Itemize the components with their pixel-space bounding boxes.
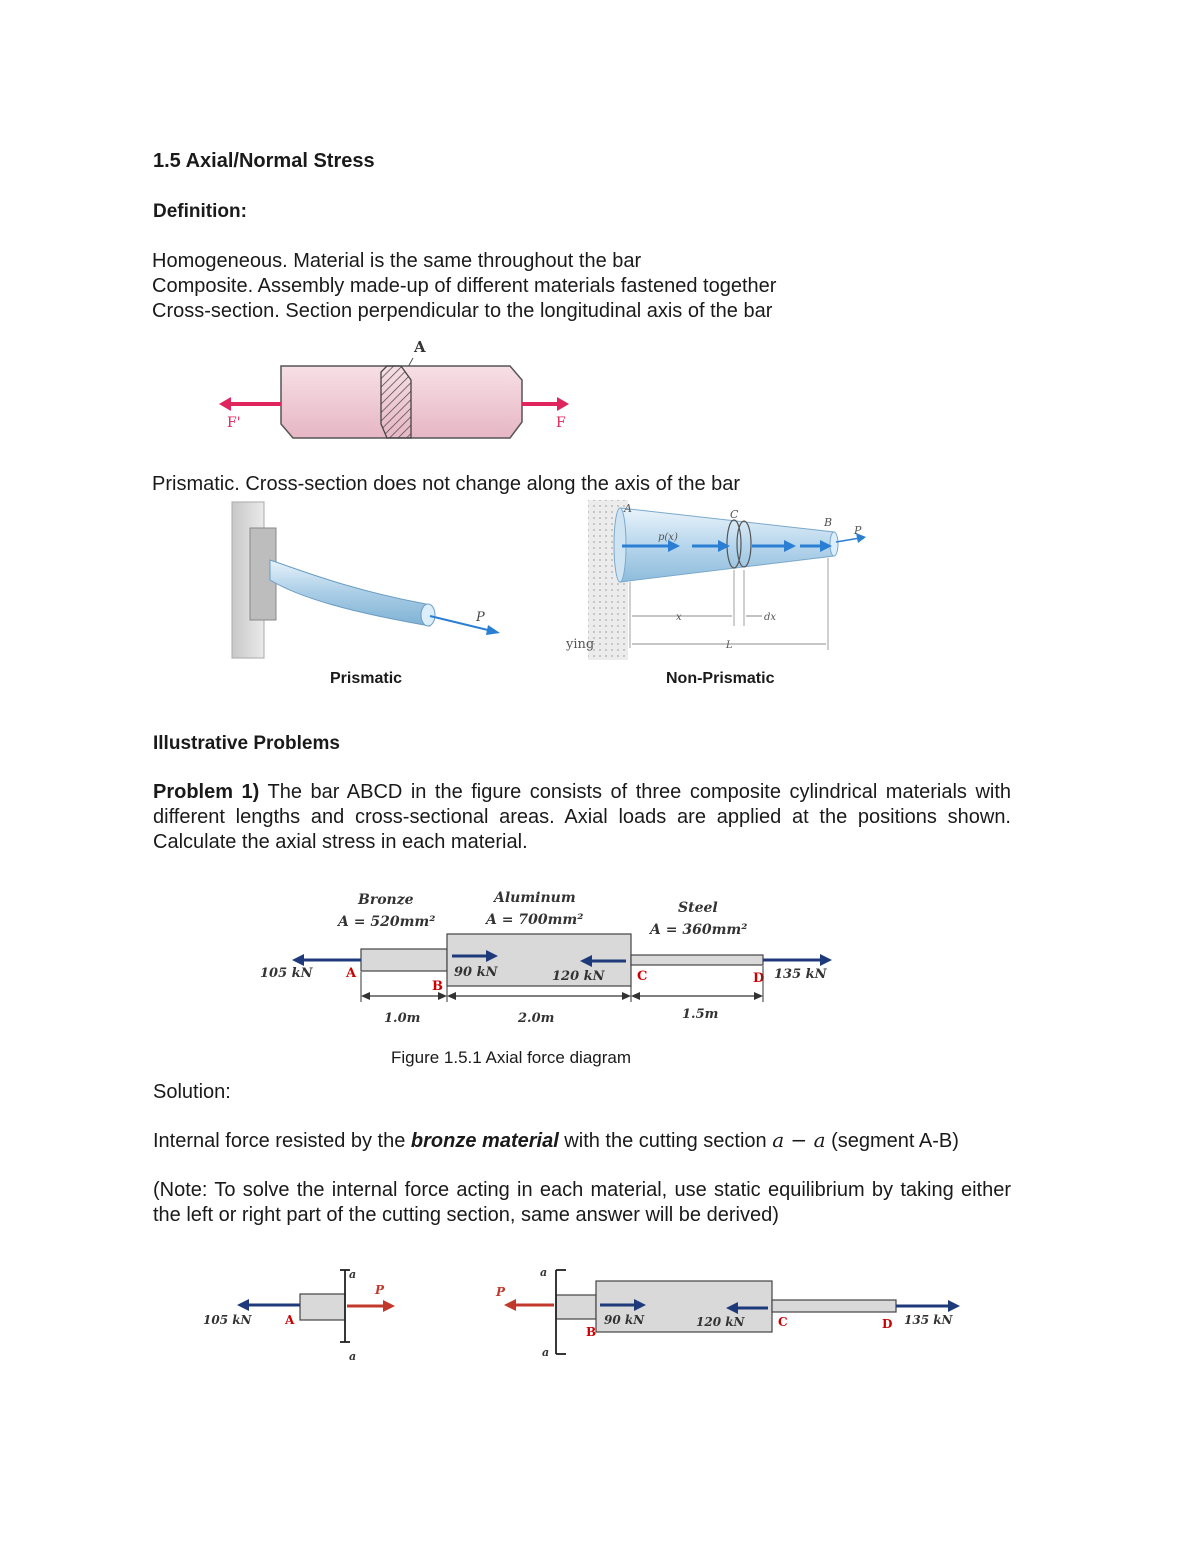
load-d-label: 135 kN [774, 967, 828, 982]
solution-line: Internal force resisted by the bronze ma… [153, 1128, 1053, 1154]
np-label-x: x [676, 612, 682, 623]
fbd-right-cut-top: a [540, 1266, 547, 1279]
fbd-right-steel [771, 1299, 897, 1313]
section-title: 1.5 Axial/Normal Stress [153, 150, 375, 172]
definition-heading: Definition: [153, 201, 247, 222]
len-cd: 1.5m [682, 1007, 718, 1022]
solution-label: Solution: [153, 1081, 231, 1103]
fbd-right-load-c: 120 kN [696, 1315, 746, 1329]
caption-prismatic: Prismatic [330, 670, 403, 687]
slice-dx [726, 519, 742, 569]
label-f-right: F [556, 415, 566, 431]
note-paragraph: (Note: To solve the internal force actin… [153, 1179, 1011, 1226]
prismatic-definition: Prismatic. Cross-section does not change… [152, 473, 741, 495]
label-f-left: F' [227, 415, 241, 431]
solution-post: (segment A-B) [825, 1130, 959, 1152]
prismatic-figure: P [231, 501, 500, 659]
problem-paragraph: Problem 1) The bar ABCD in the figure co… [153, 780, 1011, 855]
definition-composite: Composite. Assembly made-up of different… [152, 275, 777, 297]
np-label-a: A [623, 502, 632, 515]
problem-label: Problem 1) [153, 781, 260, 803]
solution-emph: bronze material [410, 1130, 559, 1152]
fbd-left-load: 105 kN [203, 1313, 253, 1327]
segment-bronze [360, 948, 448, 972]
label-steel: Steel [678, 900, 718, 916]
load-b-label: 90 kN [454, 965, 499, 980]
np-label-c: C [730, 508, 739, 521]
fbd-right-load-d: 135 kN [904, 1313, 954, 1327]
arrow-pb [835, 537, 861, 543]
fbd-left: a a 105 kN A P [203, 1268, 395, 1363]
label-steel-area: A = 360mm² [648, 922, 747, 938]
np-label-b: B [823, 516, 832, 529]
label-aluminum: Aluminum [492, 890, 576, 906]
fbd-left-cut-top: a [349, 1268, 356, 1281]
definition-homogeneous: Homogeneous. Material is the same throug… [152, 250, 642, 272]
point-d: D [753, 971, 764, 986]
fbd-right-pb: P [495, 1285, 506, 1299]
fbd-right-load-b: 90 kN [604, 1313, 645, 1327]
load-c-label: 120 kN [552, 969, 606, 984]
caption-nonprismatic: Non-Prismatic [666, 670, 775, 687]
fbd-left-cut-bottom: a [349, 1350, 356, 1363]
problem-text: The bar ABCD in the figure consists of t… [153, 781, 1012, 853]
point-a: A [345, 966, 357, 981]
hatched-section [380, 365, 412, 439]
load-a-label: 105 kN [260, 966, 314, 981]
definition-cross-section: Cross-section. Section perpendicular to … [152, 300, 773, 322]
fbd-right-cut-bottom: a [542, 1346, 549, 1359]
point-c: C [637, 969, 647, 984]
len-bc: 2.0m [517, 1011, 554, 1026]
prismatic-rod [269, 559, 431, 627]
fbd-right-point-b: B [586, 1325, 596, 1339]
definition-list: Homogeneous. Material is the same throug… [152, 249, 1052, 324]
label-a: A [413, 338, 426, 356]
fbd-right: a a P B 90 kN 120 kN C D 135 kN [495, 1266, 960, 1359]
axial-force-figure: Bronze A = 520mm² Aluminum A = 700mm² St… [260, 890, 832, 1026]
np-label-dx: dx [764, 612, 776, 623]
label-bronze: Bronze [357, 892, 414, 908]
nonprismatic-figure: A C B P p(x) x dx L ying [565, 500, 866, 660]
segment-steel [630, 954, 764, 966]
fbd-left-bar [299, 1293, 346, 1321]
fbd-left-point-a: A [284, 1313, 295, 1327]
np-label-l: L [725, 640, 733, 651]
np-label-px: p(x) [658, 532, 678, 543]
fbd-left-pb: P [374, 1283, 385, 1297]
label-aluminum-area: A = 700mm² [484, 912, 583, 928]
solution-math: a − a [772, 1128, 826, 1152]
np-label-ying: ying [565, 637, 594, 652]
solution-mid: with the cutting section [558, 1130, 773, 1152]
fbd-right-bronze [555, 1294, 597, 1320]
point-b: B [432, 979, 443, 994]
label-p: P [475, 610, 485, 625]
arrow-p [429, 615, 493, 632]
figure-caption: Figure 1.5.1 Axial force diagram [391, 1048, 632, 1067]
label-bronze-area: A = 520mm² [336, 914, 435, 930]
fbd-right-point-c: C [778, 1315, 788, 1329]
fbd-right-point-d: D [882, 1317, 892, 1331]
solution-pre: Internal force resisted by the [153, 1130, 411, 1152]
cross-section-figure: A F' F [219, 338, 569, 439]
np-label-pb: P [853, 524, 862, 537]
len-ab: 1.0m [384, 1011, 420, 1026]
illustrative-heading: Illustrative Problems [153, 733, 340, 754]
